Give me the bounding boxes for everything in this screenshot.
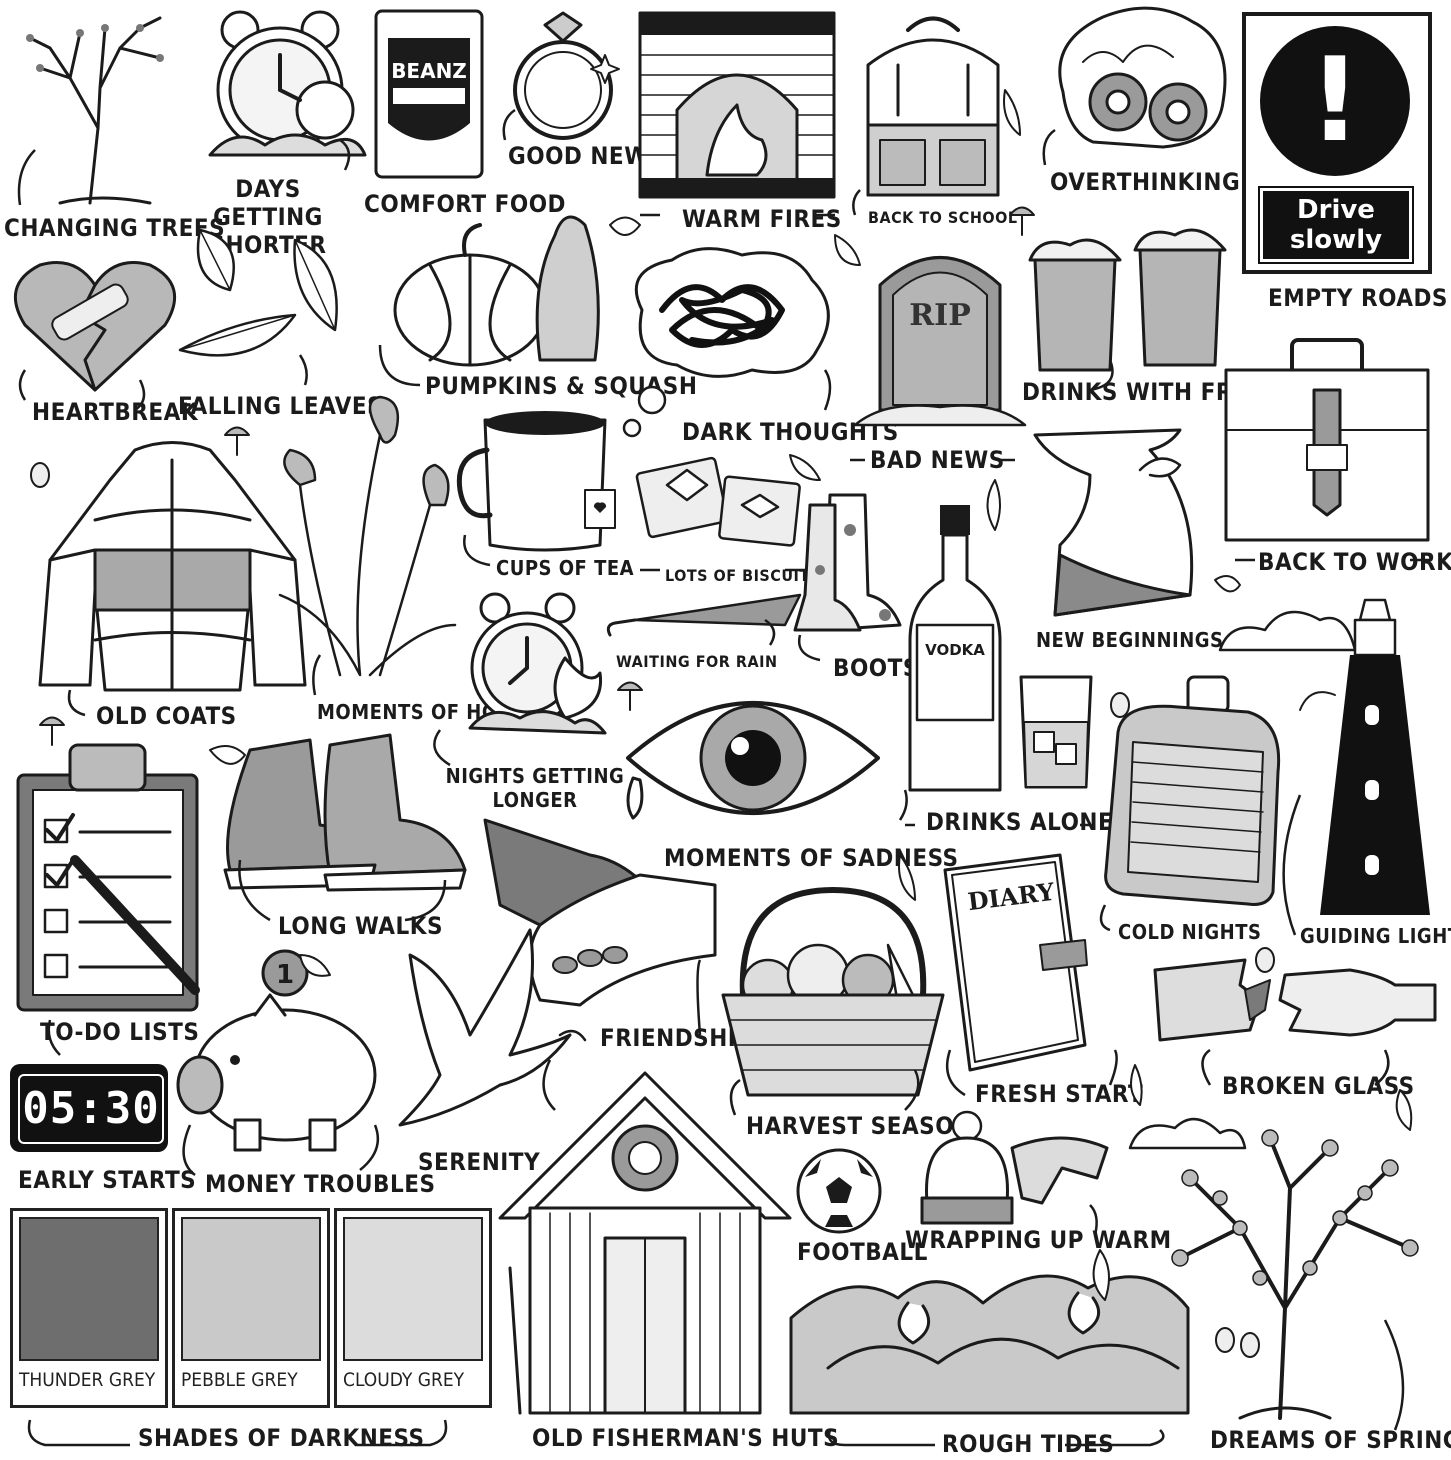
backpack-icon	[866, 16, 1000, 197]
label-moments-of-sadness: MOMENTS OF SADNESS	[664, 844, 959, 872]
vodka-bottle-icon: VODKA	[908, 505, 1002, 792]
label-friendship: FRIENDSHIP	[600, 1024, 753, 1052]
hat-scarf-icon	[920, 1110, 1109, 1225]
lighthouse-icon	[1218, 598, 1430, 915]
label-nights-getting-longer: NIGHTS GETTING LONGER	[445, 764, 625, 812]
can-brand: BEANZ	[391, 59, 467, 83]
label-guiding-lights: GUIDING LIGHTS	[1300, 924, 1451, 948]
exclamation-icon: !	[1308, 33, 1362, 168]
pumpkin-squash-icon	[393, 215, 600, 367]
alarm-clock-icon	[208, 10, 367, 157]
road-sign: ! Drive slowly	[1242, 12, 1432, 274]
blossom-tree-icon	[1128, 1118, 1419, 1420]
label-harvest-season: HARVEST SEASON	[746, 1112, 973, 1140]
label-long-walks: LONG WALKS	[278, 912, 444, 940]
label-boots: BOOTS	[833, 654, 919, 682]
fireplace-icon	[638, 11, 836, 199]
digital-clock: 05:30	[10, 1064, 168, 1152]
vodka-label: VODKA	[925, 641, 985, 659]
closed-umbrella-icon	[606, 593, 802, 637]
night-clock-icon	[468, 592, 607, 735]
label-empty-roads: EMPTY ROADS	[1268, 284, 1448, 312]
label-serenity: SERENITY	[418, 1148, 541, 1176]
hot-water-bottle-icon	[1104, 675, 1281, 906]
label-old-fishermans-huts: OLD FISHERMAN'S HUTS	[532, 1424, 840, 1452]
waves-icon	[789, 1274, 1190, 1415]
holding-hands-icon	[483, 818, 717, 1007]
label-drinks-alone: DRINKS ALONE	[926, 808, 1114, 836]
beach-hut-icon	[498, 1071, 792, 1415]
harvest-basket-icon	[721, 887, 945, 1097]
biscuits-icon	[635, 456, 801, 547]
swatch-name: THUNDER GREY	[19, 1369, 156, 1391]
label-dreams-of-spring: DREAMS OF SPRING	[1210, 1426, 1451, 1454]
beer-mugs-icon	[1028, 228, 1227, 372]
gravestone-text: RIP	[909, 298, 971, 333]
label-overthinking: OVERTHINKING	[1050, 168, 1241, 196]
label-new-beginnings: NEW BEGINNINGS	[1036, 628, 1224, 652]
swatch-name: PEBBLE GREY	[181, 1369, 298, 1391]
thought-bubble-scribble-icon	[622, 247, 830, 438]
swatch-pebble-grey: PEBBLE GREY	[172, 1208, 330, 1408]
whisky-glass-icon	[1019, 675, 1093, 789]
crocus-flowers-icon	[278, 395, 457, 677]
label-cups-of-tea: CUPS OF TEA	[496, 556, 635, 580]
rain-boots-icon	[793, 493, 902, 632]
briefcase-icon	[1224, 338, 1430, 542]
swatch-cloudy-grey: CLOUDY GREY	[334, 1208, 492, 1408]
diary-icon: DIARY	[943, 853, 1088, 1072]
label-warm-fires: WARM FIRES	[682, 205, 842, 233]
broken-heart-icon	[13, 261, 177, 392]
crying-eye-icon	[626, 701, 880, 820]
label-changing-trees: CHANGING TREES	[4, 214, 226, 242]
broken-bottle-icon	[1153, 958, 1437, 1042]
falling-leaves-icon	[178, 228, 338, 357]
piggy-bank-icon: 1	[176, 949, 377, 1152]
label-waiting-for-rain: WAITING FOR RAIN	[616, 652, 778, 671]
swatch-fill	[343, 1217, 483, 1361]
label-early-starts: EARLY STARTS	[18, 1166, 197, 1194]
brain-gears-icon	[1058, 6, 1227, 149]
label-back-to-work: BACK TO WORK	[1258, 548, 1451, 576]
label-back-to-school: BACK TO SCHOOL	[868, 208, 1018, 227]
football-icon	[796, 1148, 882, 1234]
label-lots-of-biscuits: LOTS OF BISCUITS	[665, 566, 821, 585]
label-to-do-lists: TO-DO LISTS	[40, 1018, 200, 1046]
label-football: FOOTBALL	[797, 1238, 928, 1266]
swatch-thunder-grey: THUNDER GREY	[10, 1208, 168, 1408]
label-falling-leaves: FALLING LEAVES	[178, 392, 384, 420]
swatch-fill	[19, 1217, 159, 1361]
label-good-news: GOOD NEWS	[508, 142, 665, 170]
label-wrapping-up-warm: WRAPPING UP WARM	[905, 1226, 1172, 1254]
bare-tree-icon	[26, 16, 164, 205]
label-cold-nights: COLD NIGHTS	[1118, 920, 1262, 944]
swatch-name: CLOUDY GREY	[343, 1369, 465, 1391]
label-bad-news: BAD NEWS	[870, 446, 1005, 474]
label-comfort-food: COMFORT FOOD	[364, 190, 566, 218]
pregnant-belly-icon	[1033, 428, 1194, 617]
label-old-coats: OLD COATS	[96, 702, 237, 730]
swatch-fill	[181, 1217, 321, 1361]
bean-can-icon: BEANZ	[374, 9, 484, 179]
clipboard-checklist-icon	[16, 743, 200, 1012]
tea-mug-icon	[456, 411, 616, 552]
label-money-troubles: MONEY TROUBLES	[205, 1170, 436, 1198]
coin-value: 1	[276, 960, 294, 990]
dove-icon	[398, 928, 587, 1127]
diamond-ring-icon	[513, 11, 620, 140]
gravestone-icon: RIP	[853, 256, 1027, 427]
label-fresh-start: FRESH START	[975, 1080, 1144, 1108]
sign-line-2: slowly	[1289, 225, 1383, 255]
label-shades-of-darkness: SHADES OF DARKNESS	[138, 1424, 425, 1452]
puffer-jacket-icon	[38, 441, 307, 692]
clock-display: 05:30	[18, 1074, 164, 1144]
hiking-boots-icon	[223, 733, 467, 892]
sign-line-1: Drive	[1297, 195, 1375, 225]
label-heartbreak: HEARTBREAK	[32, 398, 199, 426]
